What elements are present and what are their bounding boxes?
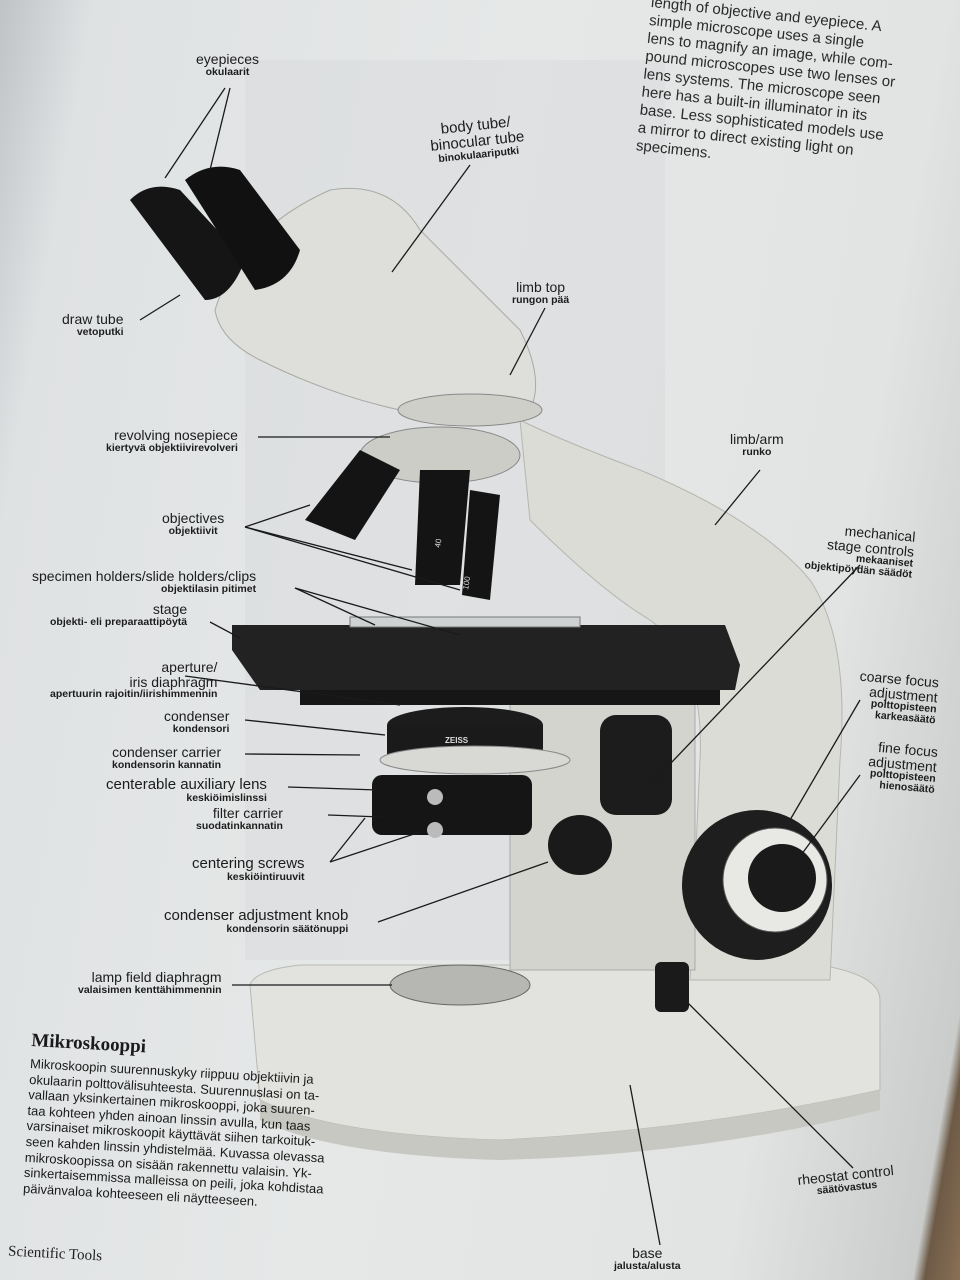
limb-top-ring bbox=[397, 393, 543, 427]
slide bbox=[349, 616, 581, 628]
label-en: aperture/ bbox=[161, 659, 218, 675]
label-en: centering screws bbox=[192, 855, 305, 872]
label-fi: apertuurin rajoitin/iirishimmennin bbox=[50, 688, 218, 701]
label-condenser: condenser kondensori bbox=[164, 709, 229, 735]
finnish-caption: Mikroskooppi Mikroskoopin suurennuskyky … bbox=[23, 1030, 392, 1216]
condenser-knob bbox=[548, 815, 612, 875]
label-stage: stage objekti- eli preparaattipöytä bbox=[50, 602, 187, 628]
label-fi: suodatinkannatin bbox=[196, 819, 283, 832]
label-en: filter carrier bbox=[212, 805, 283, 821]
centering-screw-2 bbox=[427, 822, 443, 838]
finnish-caption-body: Mikroskoopin suurennuskyky riippuu objek… bbox=[23, 1056, 390, 1216]
label-fi: kondensorin kannatin bbox=[112, 758, 222, 771]
eyepiece-right bbox=[185, 166, 300, 290]
intro-paragraph: length of objective and eyepiece. A simp… bbox=[635, 0, 920, 183]
label-centering-screws: centering screws keskiöintiruuvit bbox=[192, 856, 305, 883]
stage-underside bbox=[300, 690, 720, 705]
objective-mark-2: 100 bbox=[461, 575, 472, 590]
objective-2 bbox=[415, 470, 470, 585]
label-fi: keskiöintiruuvit bbox=[226, 870, 305, 883]
label-fi: objekti- eli preparaattipöytä bbox=[50, 615, 188, 628]
label-en: revolving nosepiece bbox=[114, 427, 238, 443]
label-limb-top: limb top rungon pää bbox=[512, 280, 569, 306]
stage-plate bbox=[232, 625, 740, 690]
label-condenser-carrier: condenser carrier kondensorin kannatin bbox=[112, 745, 221, 771]
label-fi: jalusta/alusta bbox=[614, 1259, 681, 1272]
label-en: condenser carrier bbox=[112, 744, 222, 760]
label-eyepieces: eyepieces okulaarit bbox=[196, 52, 259, 78]
label-en: condenser adjustment knob bbox=[164, 907, 349, 924]
label-fi: valaisimen kenttähimmennin bbox=[78, 983, 222, 996]
label-draw-tube: draw tube vetoputki bbox=[62, 312, 123, 338]
label-filter-carrier: filter carrier suodatinkannatin bbox=[196, 806, 283, 832]
label-aperture: aperture/ iris diaphragm apertuurin rajo… bbox=[50, 660, 217, 700]
label-fine-focus: fine focus adjustment polttopisteen hien… bbox=[866, 739, 939, 796]
label-fi: objektiivit bbox=[168, 524, 218, 537]
objective-mark-1: 40 bbox=[433, 537, 444, 548]
label-objectives: objectives objektiivit bbox=[162, 511, 224, 537]
label-lamp-field: lamp field diaphragm valaisimen kenttähi… bbox=[78, 970, 222, 996]
filter-carrier-body bbox=[372, 775, 532, 835]
centering-screw-1 bbox=[427, 789, 443, 805]
rheostat-knob bbox=[655, 962, 689, 1012]
base-edge bbox=[260, 1090, 880, 1160]
label-fi: okulaarit bbox=[205, 65, 250, 78]
label-en: draw tube bbox=[62, 311, 124, 327]
label-en: limb top bbox=[516, 279, 566, 295]
label-limb-arm: limb/arm runko bbox=[730, 432, 784, 458]
label-fi: keskiöimislinssi bbox=[186, 791, 267, 804]
objective-1 bbox=[305, 450, 400, 540]
label-en: centerable auxiliary lens bbox=[106, 776, 267, 793]
eyepiece-left bbox=[130, 186, 245, 300]
condenser-carrier-ring bbox=[379, 745, 571, 775]
fine-focus-knob bbox=[748, 844, 816, 912]
stage-control-knob bbox=[600, 715, 672, 815]
label-base: base jalusta/alusta bbox=[614, 1246, 681, 1272]
label-condenser-knob: condenser adjustment knob kondensorin sä… bbox=[164, 908, 348, 935]
label-fi: vetoputki bbox=[76, 325, 124, 338]
label-en: condenser bbox=[164, 708, 230, 724]
label-en: limb/arm bbox=[730, 431, 784, 447]
lamp-field-ring bbox=[389, 964, 531, 1006]
label-en: eyepieces bbox=[196, 51, 260, 67]
label-centerable-lens: centerable auxiliary lens keskiöimislins… bbox=[106, 777, 267, 804]
label-fi: kondensorin säätönuppi bbox=[226, 922, 349, 935]
label-fi: rungon pää bbox=[512, 293, 570, 306]
label-en: objectives bbox=[162, 510, 225, 526]
label-en: specimen holders/slide holders/clips bbox=[32, 568, 257, 584]
label-fi: objektilasin pitimet bbox=[161, 582, 257, 595]
label-en-2: iris diaphragm bbox=[129, 673, 218, 690]
label-en: lamp field diaphragm bbox=[91, 969, 222, 985]
label-en: stage bbox=[152, 601, 188, 617]
label-fi: kiertyvä objektiivirevolveri bbox=[106, 441, 238, 454]
leader-lines bbox=[139, 87, 861, 1246]
brand-mark: ZEISS bbox=[445, 736, 469, 745]
label-specimen-holders: specimen holders/slide holders/clips obj… bbox=[32, 569, 256, 595]
label-revolving-nosepiece: revolving nosepiece kiertyvä objektiivir… bbox=[106, 428, 238, 454]
label-mechanical-stage: mechanical stage controls mekaaniset obj… bbox=[804, 520, 916, 581]
objective-3 bbox=[462, 490, 500, 600]
label-fi: kondensori bbox=[172, 722, 230, 735]
label-coarse-focus: coarse focus adjustment polttopisteen ka… bbox=[856, 668, 939, 727]
label-fi: runko bbox=[742, 445, 772, 458]
label-en: base bbox=[632, 1245, 663, 1261]
